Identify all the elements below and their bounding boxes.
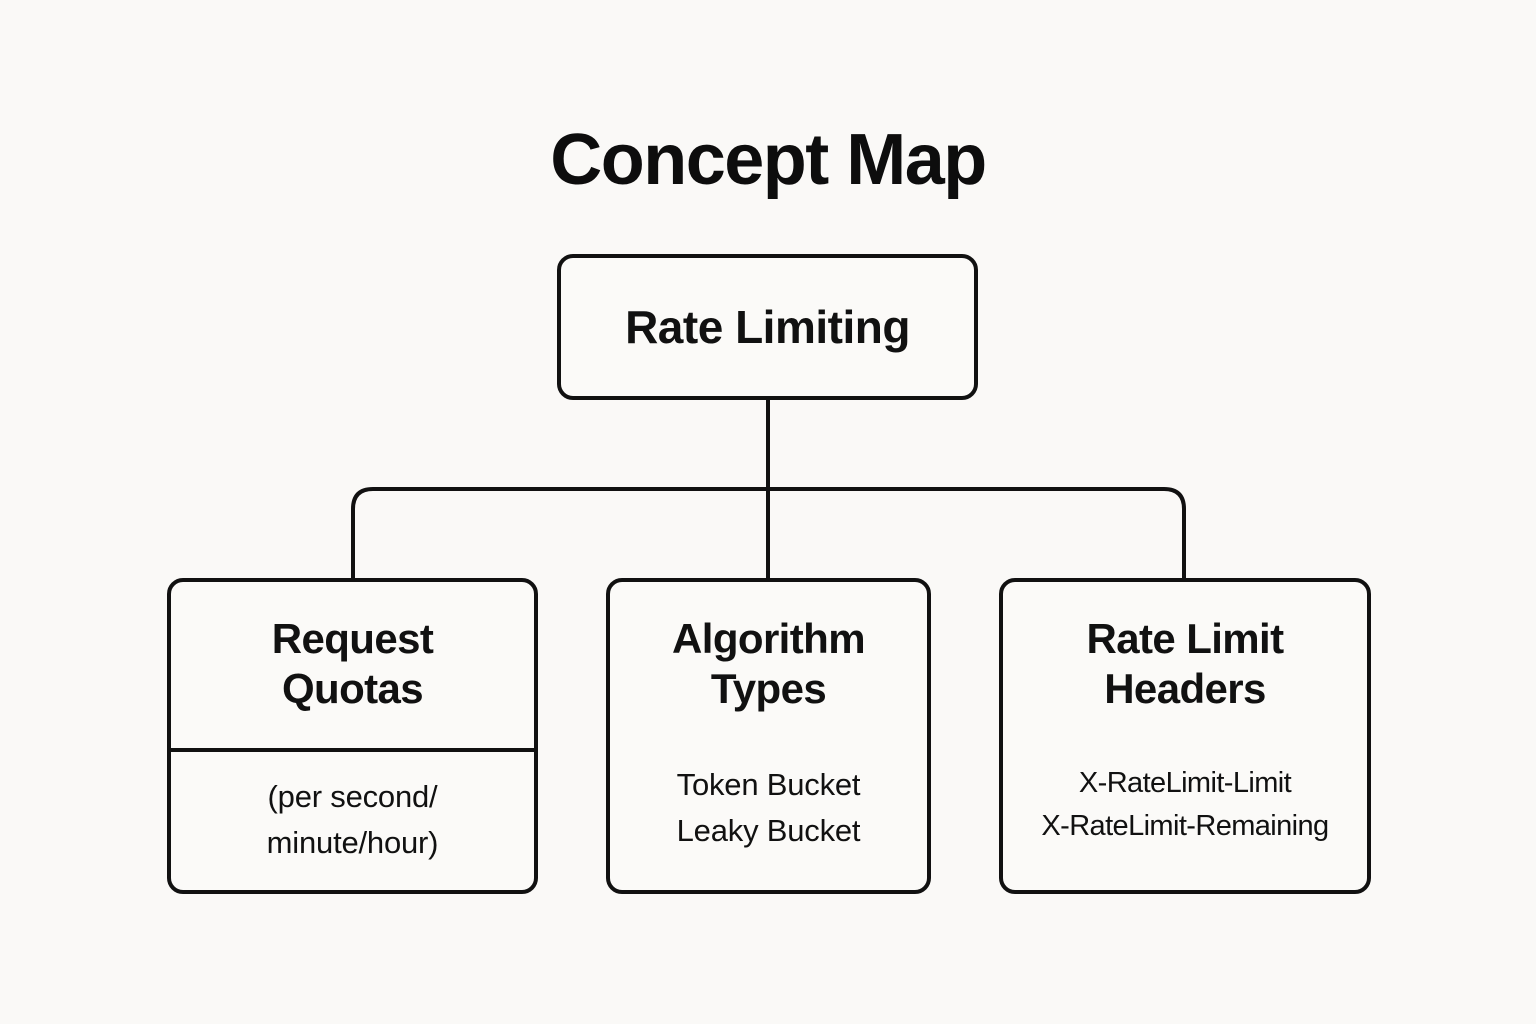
node-algorithm-types-title-line-2: Types bbox=[710, 664, 827, 712]
node-rate-limit-headers-header: Rate Limit Headers bbox=[1003, 582, 1367, 752]
edge-root-to-rate-limit-headers bbox=[768, 487, 1186, 578]
node-rate-limit-headers-title-line-1: Rate Limit bbox=[1086, 615, 1284, 662]
node-algorithm-types-header: Algorithm Types bbox=[610, 582, 927, 752]
node-rate-limit-headers-title-line-2: Headers bbox=[1104, 664, 1266, 712]
node-algorithm-types-body: Token Bucket Leaky Bucket bbox=[610, 752, 927, 890]
node-rate-limit-headers-body: X-RateLimit-Limit X-RateLimit-Remaining bbox=[1003, 752, 1367, 890]
node-request-quotas-body-line-2: minute/hour) bbox=[266, 824, 439, 860]
node-rate-limit-headers-body-line-2: X-RateLimit-Remaining bbox=[1041, 809, 1329, 842]
node-algorithm-types-title-line-1: Algorithm bbox=[672, 615, 866, 662]
node-request-quotas-title-line-2: Quotas bbox=[281, 664, 424, 712]
node-request-quotas-body: (per second/ minute/hour) bbox=[171, 752, 534, 890]
node-algorithm-types-body-line-2: Leaky Bucket bbox=[676, 812, 861, 848]
page-title: Concept Map bbox=[550, 120, 987, 201]
node-request-quotas-header: Request Quotas bbox=[171, 582, 534, 752]
edge-root-to-request-quotas bbox=[351, 487, 768, 578]
node-rate-limiting-label: Rate Limiting bbox=[625, 300, 910, 353]
node-rate-limit-headers[interactable]: Rate Limit Headers X-RateLimit-Limit X-R… bbox=[999, 578, 1371, 894]
node-request-quotas-body-line-1: (per second/ bbox=[267, 779, 438, 814]
node-request-quotas-title-line-1: Request bbox=[271, 615, 434, 662]
node-algorithm-types-body-line-1: Token Bucket bbox=[676, 767, 861, 802]
node-algorithm-types[interactable]: Algorithm Types Token Bucket Leaky Bucke… bbox=[606, 578, 931, 894]
node-request-quotas[interactable]: Request Quotas (per second/ minute/hour) bbox=[167, 578, 538, 894]
node-rate-limit-headers-body-line-1: X-RateLimit-Limit bbox=[1078, 767, 1292, 799]
node-rate-limiting[interactable]: Rate Limiting bbox=[557, 254, 978, 400]
